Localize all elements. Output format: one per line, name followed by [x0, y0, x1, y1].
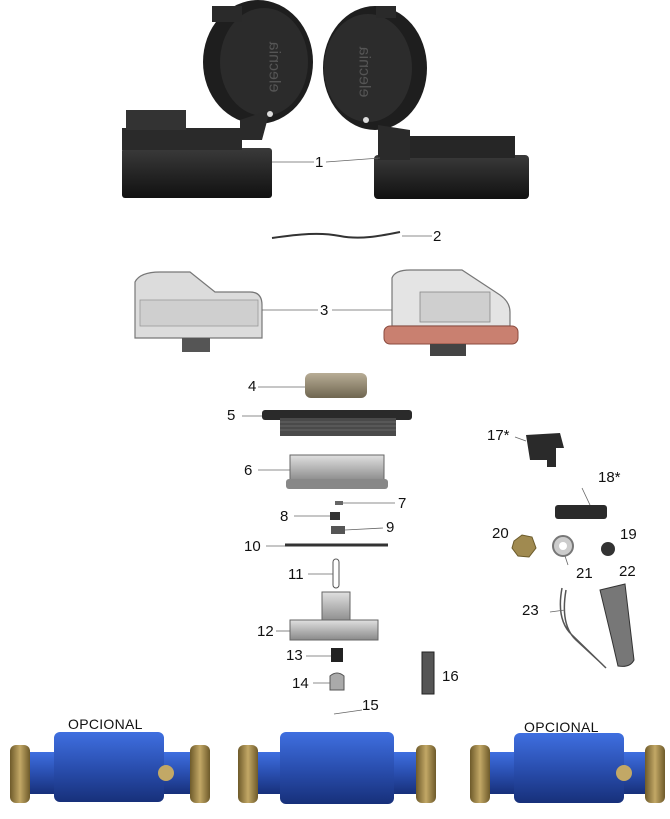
lid-logo-right: elecnia [355, 46, 373, 98]
part-1-right-housing [323, 6, 529, 199]
callout-3: 3 [320, 302, 329, 319]
callout-18: 18* [598, 469, 621, 486]
part-11-pin [332, 558, 340, 589]
part-4-ring [305, 373, 367, 398]
callout-14: 14 [292, 675, 309, 692]
callout-7: 7 [398, 495, 407, 512]
part-23-wire [559, 587, 607, 669]
part-19-small-nut [601, 542, 615, 556]
part-3-left-cover [134, 271, 263, 352]
part-18-bar [555, 505, 607, 519]
part-9-spring [331, 526, 345, 534]
part-13-nut [331, 648, 343, 662]
caption-optional-left: OPCIONAL [68, 716, 143, 732]
callout-5: 5 [227, 407, 236, 424]
callout-12: 12 [257, 623, 274, 640]
callout-20: 20 [492, 525, 509, 542]
part-2-wire-seal [271, 231, 401, 239]
part-5-threaded-cap [262, 410, 412, 436]
callout-8: 8 [280, 508, 289, 525]
part-22-tool [599, 583, 635, 667]
callout-19: 19 [620, 526, 637, 543]
callout-1: 1 [315, 154, 324, 171]
callout-11: 11 [288, 566, 304, 583]
caption-optional-right: OPCIONAL [524, 719, 599, 735]
callout-10: 10 [244, 538, 261, 555]
leader-lines [242, 157, 591, 715]
callout-13: 13 [286, 647, 303, 664]
part-7-small-seal [335, 501, 343, 505]
lid-logo-left: elecnia [265, 41, 283, 93]
callout-22: 22 [619, 563, 636, 580]
part-14-screw [329, 672, 345, 691]
callout-23: 23 [522, 602, 539, 619]
callout-9: 9 [386, 519, 395, 536]
callout-21: 21 [576, 565, 593, 582]
callout-4: 4 [248, 378, 257, 395]
part-6-cylinder-body [286, 454, 388, 489]
meter-right [470, 733, 665, 803]
meter-center [238, 732, 436, 804]
part-8-small-nut [330, 512, 340, 520]
callout-6: 6 [244, 462, 253, 479]
part-12-impeller [289, 591, 379, 641]
part-1-left-housing [122, 0, 313, 198]
callout-2: 2 [433, 228, 442, 245]
part-17-clip [526, 433, 564, 467]
part-20-hex-nut [511, 534, 537, 558]
callout-16: 16 [442, 668, 459, 685]
callout-17: 17* [487, 427, 510, 444]
meter-left [10, 732, 210, 803]
part-21-washer-hole [559, 542, 567, 550]
part-16-gear [421, 651, 435, 695]
callout-15: 15 [362, 697, 379, 714]
part-3-right-cover [383, 269, 519, 356]
